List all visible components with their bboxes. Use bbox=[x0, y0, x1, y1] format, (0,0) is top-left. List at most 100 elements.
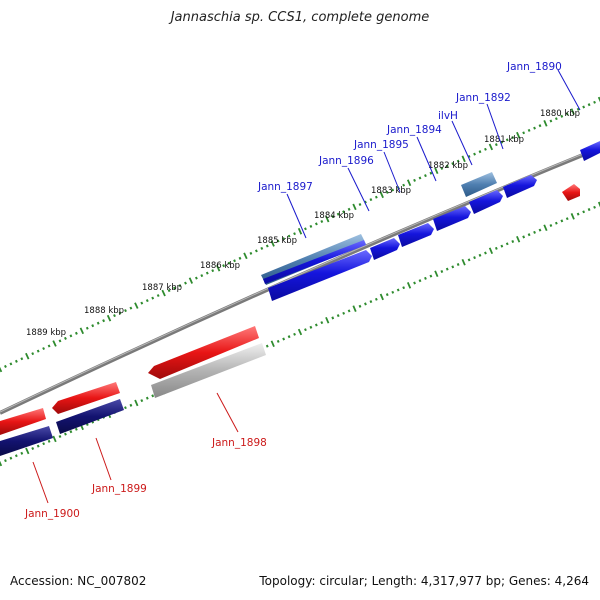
scale-tick bbox=[74, 331, 78, 335]
scale-tick bbox=[597, 96, 600, 103]
gene-label-jann-1897[interactable]: Jann_1897 bbox=[257, 181, 313, 193]
scale-tick bbox=[151, 394, 155, 398]
scale-tick bbox=[309, 224, 313, 228]
scale-tick bbox=[527, 128, 531, 132]
gene-jann-1899-inner[interactable] bbox=[56, 399, 124, 434]
scale-tick bbox=[494, 143, 498, 147]
scale-tick bbox=[113, 314, 116, 318]
scale-tick bbox=[325, 316, 330, 324]
scale-tick bbox=[194, 276, 198, 280]
gene-label-jann-1890[interactable]: Jann_1890 bbox=[506, 61, 562, 73]
scale-tick bbox=[9, 456, 13, 460]
scale-tick bbox=[429, 171, 433, 175]
scale-tick bbox=[538, 228, 542, 232]
scale-tick bbox=[587, 208, 591, 212]
gene-label-ilvh[interactable]: ilvH bbox=[438, 110, 458, 122]
scale-tick bbox=[42, 347, 46, 351]
scale-tick bbox=[216, 264, 221, 272]
kbp-label: 1884 kbp bbox=[314, 211, 354, 221]
gene-jann-1898[interactable] bbox=[148, 326, 259, 379]
scale-tick bbox=[314, 222, 318, 226]
scale-tick bbox=[238, 256, 242, 260]
scale-tick bbox=[151, 296, 155, 300]
scale-tick bbox=[91, 324, 95, 328]
scale-tick bbox=[4, 459, 7, 463]
scale-tick bbox=[406, 282, 412, 289]
scale-tick bbox=[25, 352, 30, 360]
scale-tick bbox=[102, 319, 106, 323]
gene-jann-1900-inner[interactable] bbox=[0, 426, 53, 456]
gene-jann-1891[interactable] bbox=[503, 175, 537, 198]
gene-jann-1900[interactable] bbox=[0, 408, 46, 435]
scale-tick bbox=[402, 183, 406, 187]
scale-tick bbox=[374, 195, 378, 199]
gene-jann-1895-overlap[interactable] bbox=[461, 172, 497, 197]
gene-jann-1899[interactable] bbox=[52, 382, 120, 414]
scale-tick bbox=[233, 259, 236, 263]
inner-tick-row bbox=[0, 201, 600, 467]
scale-tick bbox=[320, 321, 324, 325]
gene-jann-1895[interactable] bbox=[370, 238, 400, 260]
scale-tick bbox=[314, 323, 318, 327]
kbp-label: 1888 kbp bbox=[84, 306, 124, 316]
scale-tick bbox=[565, 217, 569, 221]
scale-tick bbox=[222, 264, 226, 268]
scale-tick bbox=[14, 359, 18, 363]
scale-tick bbox=[134, 302, 139, 309]
scale-tick bbox=[445, 267, 449, 271]
gene-jann-1894[interactable] bbox=[398, 223, 434, 247]
gene-label-jann-1895[interactable]: Jann_1895 bbox=[353, 139, 409, 151]
gene-label-jann-1894[interactable]: Jann_1894 bbox=[386, 124, 442, 136]
scale-tick bbox=[276, 339, 280, 343]
scale-tick bbox=[282, 237, 286, 241]
scale-tick bbox=[418, 279, 422, 283]
scale-tick bbox=[554, 221, 558, 225]
scale-tick bbox=[391, 188, 395, 192]
genome-stats-text: Topology: circular; Length: 4,317,977 bp… bbox=[259, 574, 589, 588]
gene-jann-1898-inner[interactable] bbox=[151, 343, 266, 398]
gene-label-jann-1892[interactable]: Jann_1892 bbox=[455, 92, 511, 104]
scale-tick bbox=[352, 305, 357, 312]
kbp-label: 1882 kbp bbox=[428, 161, 468, 171]
scale-tick bbox=[173, 286, 176, 290]
scale-tick bbox=[58, 434, 62, 439]
scale-tick bbox=[352, 203, 357, 211]
scale-tick bbox=[167, 289, 171, 293]
scale-tick bbox=[484, 251, 487, 255]
scale-tick bbox=[570, 213, 575, 220]
gene-jann-1897-inner[interactable] bbox=[263, 240, 366, 284]
gene-jann-1892[interactable] bbox=[469, 190, 503, 214]
scale-tick bbox=[140, 399, 144, 403]
scale-tick bbox=[385, 190, 389, 194]
gene-label-jann-1900[interactable]: Jann_1900 bbox=[24, 508, 80, 520]
gene-ilvh[interactable] bbox=[433, 206, 471, 231]
scale-tick bbox=[549, 119, 553, 123]
scale-tick bbox=[473, 152, 476, 156]
scale-tick bbox=[36, 444, 40, 448]
gene-jann-1896[interactable] bbox=[268, 250, 372, 301]
scale-tick bbox=[145, 299, 149, 303]
reverse-strand-genes bbox=[0, 184, 580, 456]
scale-tick bbox=[374, 297, 378, 301]
scale-tick bbox=[347, 207, 351, 211]
gene-red-small[interactable] bbox=[562, 184, 580, 201]
scale-tick bbox=[379, 191, 384, 199]
gene-label-jann-1896[interactable]: Jann_1896 bbox=[318, 155, 374, 167]
scale-tick bbox=[0, 366, 3, 373]
scale-tick bbox=[254, 249, 258, 253]
gene-label-jann-1899[interactable]: Jann_1899 bbox=[91, 483, 147, 495]
label-leaders bbox=[32, 69, 581, 504]
scale-tick bbox=[576, 212, 580, 216]
gene-label-jann-1898[interactable]: Jann_1898 bbox=[211, 437, 267, 449]
scale-tick bbox=[478, 150, 482, 154]
scale-tick bbox=[227, 261, 231, 265]
scale-tick bbox=[211, 269, 215, 273]
scale-tick bbox=[500, 140, 504, 144]
scale-tick bbox=[461, 258, 466, 266]
gene-jann-1890[interactable] bbox=[580, 141, 600, 161]
kbp-label: 1886 kbp bbox=[200, 261, 240, 271]
scale-tick bbox=[369, 300, 373, 304]
scale-tick bbox=[9, 362, 13, 366]
scale-tick bbox=[434, 167, 439, 175]
